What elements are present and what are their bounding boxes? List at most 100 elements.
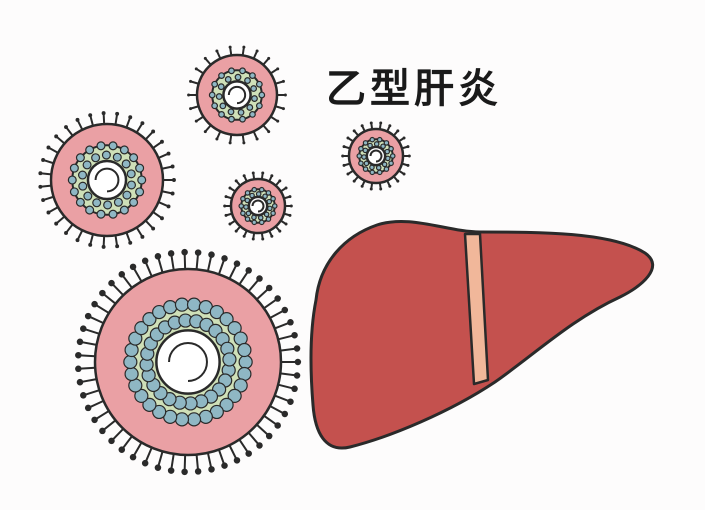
virus-spike-tip [221, 255, 228, 262]
virus-spike-tip [406, 163, 410, 167]
virus-bead [388, 160, 394, 167]
virus-bead [376, 169, 383, 176]
virus-bead [219, 102, 227, 110]
virus-bead [358, 160, 364, 167]
virus-bead [75, 153, 85, 163]
virus-spike-tip [388, 184, 392, 188]
virus-icon [341, 121, 411, 191]
virus-bead [142, 397, 157, 412]
virus-spike-tip [284, 222, 288, 226]
virus-core [222, 80, 252, 110]
virus-bead [137, 175, 147, 185]
virus-spike-tip [233, 457, 241, 464]
virus-bead [233, 378, 248, 393]
virus-spike-tip [255, 137, 259, 141]
virus-spike-tip [215, 49, 219, 53]
virus-spike-tip [228, 45, 232, 49]
virus-spike-tip [396, 179, 400, 183]
virus-spike-tip [265, 284, 273, 292]
virus-bead [69, 163, 79, 173]
virus-bead [69, 187, 79, 197]
virus-bead [92, 198, 102, 208]
virus-spike-tip [251, 237, 255, 241]
virus-bead [129, 197, 139, 207]
virus-bead [126, 169, 136, 179]
virus-bead [238, 354, 253, 370]
virus-spike-tip [141, 257, 149, 265]
virus-spike-tip [170, 164, 175, 169]
virus-bead [255, 80, 263, 88]
virus-spike-tip [189, 107, 193, 111]
virus-bead [128, 331, 143, 346]
virus-spike-tip [159, 216, 164, 221]
virus-spike-tip [108, 279, 115, 287]
virus-dna-swirl [227, 85, 247, 105]
virus-spike-tip [118, 446, 126, 453]
virus-bead [103, 200, 113, 210]
virus-bead [101, 150, 111, 160]
virus-bead [108, 209, 118, 219]
virus-spike-tip [75, 351, 82, 359]
virus-spike-tip [261, 171, 265, 175]
virus-spike-tip [287, 319, 294, 326]
virus-bead [238, 203, 245, 209]
virus-bead [244, 77, 251, 84]
virus-spike-tip [221, 462, 228, 469]
virus-spike-tip [141, 459, 149, 467]
virus-spike-tip [88, 113, 93, 118]
virus-spike-tip [151, 129, 156, 134]
virus-spike-tip [84, 404, 92, 412]
virus-spike-tip [352, 179, 356, 183]
virus-spike-tip [75, 117, 80, 122]
virus-bead [240, 195, 246, 202]
virus-bead [383, 166, 390, 172]
virus-bead [362, 166, 369, 172]
virus-bead [108, 141, 118, 151]
virus-spike-tip [64, 230, 68, 235]
virus-bead [77, 170, 88, 180]
virus-spike-tip [233, 260, 241, 267]
virus-spike-tip [281, 306, 289, 314]
virus-spike-tip [255, 49, 259, 53]
virus-spike-tip [99, 289, 106, 297]
virus-spike-tip [181, 468, 188, 476]
virus-bead [258, 219, 265, 226]
virus-bead [85, 145, 95, 155]
virus-spike-tip [291, 331, 298, 339]
virus-spike-tip [41, 157, 46, 162]
virus-bead [373, 141, 380, 147]
virus-bead [135, 163, 145, 173]
virus-icon [38, 111, 176, 249]
virus-bead [152, 404, 167, 420]
virus-bead [244, 190, 251, 196]
virus-bead [265, 216, 272, 222]
virus-bead [227, 108, 235, 116]
virus-spike-tip [203, 130, 207, 134]
virus-spike-tip [283, 93, 287, 97]
virus-spike-tip [80, 392, 87, 399]
virus-bead [85, 205, 95, 215]
virus-spike-tip [274, 295, 281, 302]
virus-bead [75, 197, 85, 207]
virus-dna-swirl [168, 342, 208, 382]
virus-bead [129, 153, 139, 163]
virus-bead [361, 154, 367, 160]
virus-spike-tip [159, 139, 164, 144]
virus-spike-tip [270, 174, 274, 178]
virus-bead [369, 169, 376, 176]
virus-spike-tip [228, 141, 232, 145]
virus-bead [163, 300, 178, 315]
virus-bead [270, 210, 276, 217]
virus-spike-tip [91, 416, 98, 424]
virus-bead [78, 181, 88, 191]
virus-bead [358, 145, 364, 152]
virus-bead [244, 216, 251, 222]
virus-spike-tip [242, 234, 246, 238]
virus-spike-tip [154, 253, 162, 260]
virus-spike-tip [129, 263, 137, 271]
virus-spike-tip [396, 129, 400, 133]
virus-spike-tip [291, 385, 298, 393]
virus-bead [270, 195, 276, 202]
liver-icon [309, 220, 654, 450]
